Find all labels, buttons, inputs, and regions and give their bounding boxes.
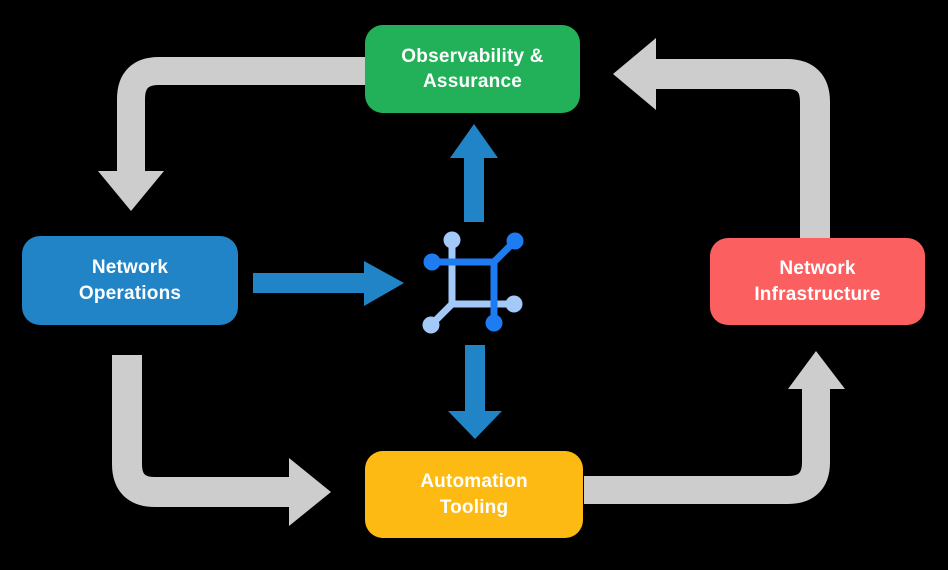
node-label-line: Operations (78, 282, 182, 304)
node-label-line: Infrastructure (754, 283, 881, 305)
node-label-line: Tooling (439, 496, 509, 518)
node-automation-tooling: Automation Tooling (365, 451, 583, 538)
network-nodes-icon (422, 231, 524, 334)
icon-light-nodes (422, 231, 523, 334)
node-network-operations: Network Operations (22, 236, 238, 325)
icon-dark-nodes (423, 232, 524, 332)
arrowhead-right (364, 261, 404, 306)
flow-arrow-infrastructure-to-observability (613, 38, 830, 238)
node-label-line: Network (779, 258, 856, 280)
flow-arrow-center-to-observability (450, 124, 498, 222)
flow-arrow-operations-to-center (253, 261, 404, 306)
node-label-line: Assurance (423, 71, 522, 92)
node-label-line: Observability & (401, 45, 544, 67)
arrowhead-right (289, 458, 331, 526)
arrowhead-up (450, 124, 498, 158)
arrowhead-left (613, 38, 656, 110)
node-observability-assurance: Observability & Assurance (365, 25, 580, 113)
node-label-line: Network (91, 257, 169, 279)
arrowhead-down (98, 171, 164, 211)
flow-arrow-automation-to-infrastructure (584, 351, 845, 504)
node-network-infrastructure: Network Infrastructure (710, 238, 925, 325)
arrowhead-down (448, 411, 502, 439)
flow-arrow-observability-to-operations (98, 57, 366, 211)
arrowhead-up (788, 351, 845, 389)
flow-arrow-center-to-automation (448, 345, 502, 439)
flow-arrow-operations-to-automation (112, 355, 331, 526)
node-label-line: Automation (420, 471, 528, 493)
